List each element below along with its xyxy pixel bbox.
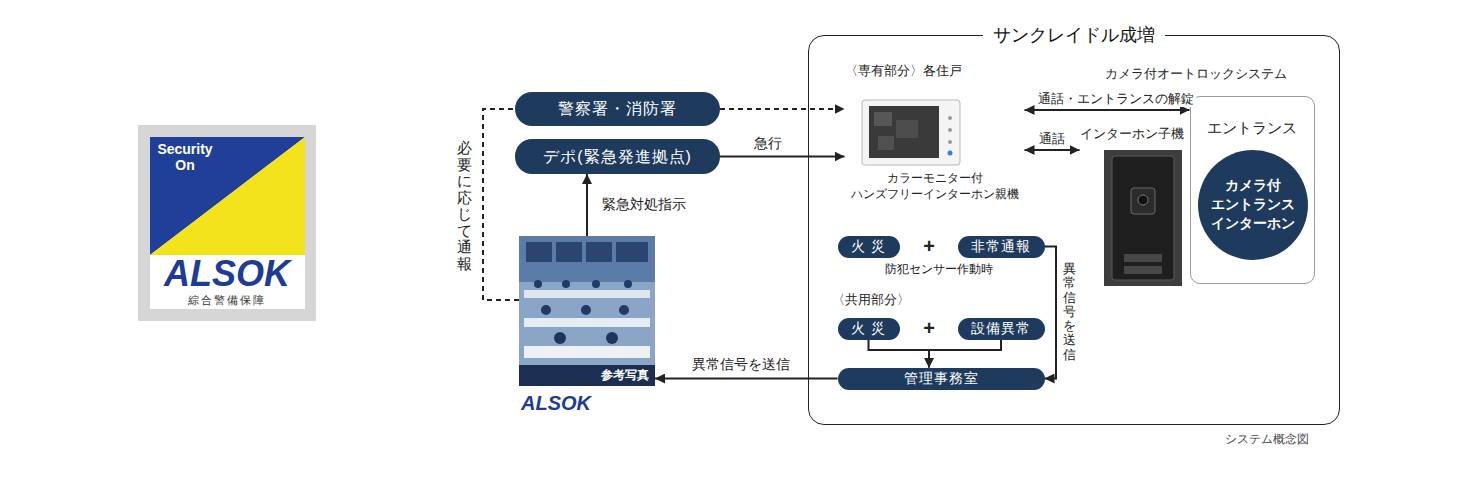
photo-person bbox=[541, 305, 551, 315]
pill-text: デポ(緊急発進拠点) bbox=[543, 148, 692, 166]
monitor-caption: カラーモニター付 ハンズフリーインターホン親機 bbox=[845, 170, 1025, 202]
connector bbox=[586, 174, 588, 236]
logo-yellow bbox=[150, 137, 305, 255]
photo-person bbox=[624, 280, 632, 288]
monitor-unit: 〈専有部分〉各住戸カラーモニター付 ハンズフリーインターホン親機 bbox=[845, 62, 1025, 202]
alarm-pill: 非常通報 bbox=[958, 236, 1045, 258]
connector bbox=[1025, 109, 1190, 111]
figure-caption: システム概念図 bbox=[1225, 432, 1309, 446]
dashed-connector bbox=[720, 108, 845, 110]
screen-blur bbox=[896, 120, 918, 138]
photo-box: 参考写真 ALSOK bbox=[519, 236, 655, 414]
monitor-body bbox=[862, 100, 960, 165]
alarm-pill: 火 災 bbox=[838, 236, 900, 258]
edge-label: 急行 bbox=[752, 135, 784, 152]
pill-text: 警察署・消防署 bbox=[558, 100, 677, 118]
photo-band bbox=[519, 365, 655, 386]
edge-label: 必要に応じて通報 bbox=[455, 140, 474, 272]
photo-person bbox=[534, 280, 542, 288]
monitor-lamp bbox=[948, 151, 953, 156]
camera-lens bbox=[1138, 195, 1148, 205]
plus-sign: + bbox=[921, 317, 937, 339]
photo-note: 参考写真 bbox=[601, 367, 649, 383]
logo-blue bbox=[150, 137, 305, 255]
monitor-button bbox=[948, 140, 952, 144]
intercom-art bbox=[1104, 150, 1182, 286]
screen-blur bbox=[874, 112, 892, 126]
edge-label: 異常信号を送信 bbox=[690, 356, 792, 373]
alarm-pill: 設備異常 bbox=[958, 318, 1045, 340]
photo-person bbox=[554, 332, 566, 344]
photo-screen bbox=[616, 242, 648, 262]
unit-heading: 〈専有部分〉各住戸 bbox=[845, 62, 1025, 80]
monitor-art bbox=[862, 100, 960, 165]
photo-person bbox=[606, 332, 618, 344]
edge-label: 通話 bbox=[1037, 131, 1067, 147]
screen-blur bbox=[878, 136, 894, 150]
intercom-button bbox=[1124, 254, 1162, 262]
office-pill: 管理事務室 bbox=[838, 368, 1045, 390]
monitor-button bbox=[948, 128, 952, 132]
plus-sign: + bbox=[921, 235, 937, 257]
pill-text: 火 災 bbox=[851, 239, 886, 254]
connector bbox=[655, 378, 838, 380]
system-label: カメラ付オートロックシステム bbox=[1105, 66, 1287, 82]
intercom-heading: インターホン子機 bbox=[1080, 126, 1184, 142]
pill-text: 非常通報 bbox=[971, 239, 1031, 254]
section-label: 〈共用部分〉 bbox=[832, 292, 910, 308]
camera-housing bbox=[1131, 188, 1155, 214]
connector bbox=[1025, 149, 1080, 151]
pill-text: 火 災 bbox=[851, 321, 886, 336]
edge-label: 緊急対処指示 bbox=[600, 196, 688, 213]
intercom-unit: インターホン子機 bbox=[1080, 126, 1184, 286]
photo-wordmark: ALSOK bbox=[519, 392, 655, 414]
connector bbox=[720, 156, 845, 158]
alarm-pill: 火 災 bbox=[838, 318, 900, 340]
intercom-panel bbox=[1112, 156, 1174, 280]
dashed-connector bbox=[483, 109, 519, 300]
note-label: 防犯センサー作動時 bbox=[885, 262, 993, 276]
depot-pill: デポ(緊急発進拠点) bbox=[515, 139, 720, 174]
logo-frame bbox=[138, 125, 316, 321]
photo-person bbox=[581, 305, 591, 315]
photo-screen bbox=[586, 242, 612, 262]
photo-ground bbox=[519, 236, 655, 386]
edge-label: 通話・エントランスの解錠 bbox=[1036, 91, 1196, 107]
connector bbox=[929, 340, 1001, 368]
logo-company: 綜合警備保障 bbox=[138, 293, 316, 307]
building-title: サンクレイドル成増 bbox=[983, 23, 1165, 47]
pill-text: 設備異常 bbox=[971, 321, 1031, 336]
intercom-circle: カメラ付 エントランス インターホン bbox=[1198, 150, 1308, 260]
photo-desk bbox=[524, 290, 650, 298]
photo-frame: 参考写真 bbox=[519, 236, 655, 386]
logo-tagline: Security On bbox=[152, 141, 218, 173]
control-room-photo bbox=[519, 236, 655, 386]
photo-desk bbox=[524, 346, 650, 358]
pill-text: 管理事務室 bbox=[904, 371, 979, 386]
entrance-heading: エントランス bbox=[1191, 119, 1314, 137]
image-slot bbox=[845, 80, 1025, 170]
monitor-button bbox=[948, 116, 952, 120]
photo-person bbox=[592, 280, 600, 288]
connector bbox=[1045, 247, 1057, 379]
agency-pill: 警察署・消防署 bbox=[515, 92, 720, 126]
photo-person bbox=[619, 305, 629, 315]
photo-person bbox=[562, 280, 570, 288]
intercom-wall bbox=[1104, 150, 1182, 286]
circle-text: カメラ付 エントランス インターホン bbox=[1205, 176, 1301, 233]
photo-desk bbox=[524, 318, 650, 327]
photo-wall bbox=[519, 236, 655, 282]
logo-art bbox=[138, 125, 316, 321]
edge-label: 異常信号を送信 bbox=[1061, 262, 1078, 362]
connector bbox=[869, 340, 930, 368]
entrance-box: エントランスカメラ付 エントランス インターホン bbox=[1190, 96, 1315, 284]
logo-badge: Security On ALSOK綜合警備保障 bbox=[138, 125, 316, 321]
intercom-button bbox=[1124, 266, 1162, 274]
monitor-screen bbox=[869, 106, 939, 158]
photo-screen bbox=[556, 242, 582, 262]
logo-wordmark: ALSOK bbox=[138, 255, 316, 293]
photo-screen bbox=[526, 242, 552, 262]
